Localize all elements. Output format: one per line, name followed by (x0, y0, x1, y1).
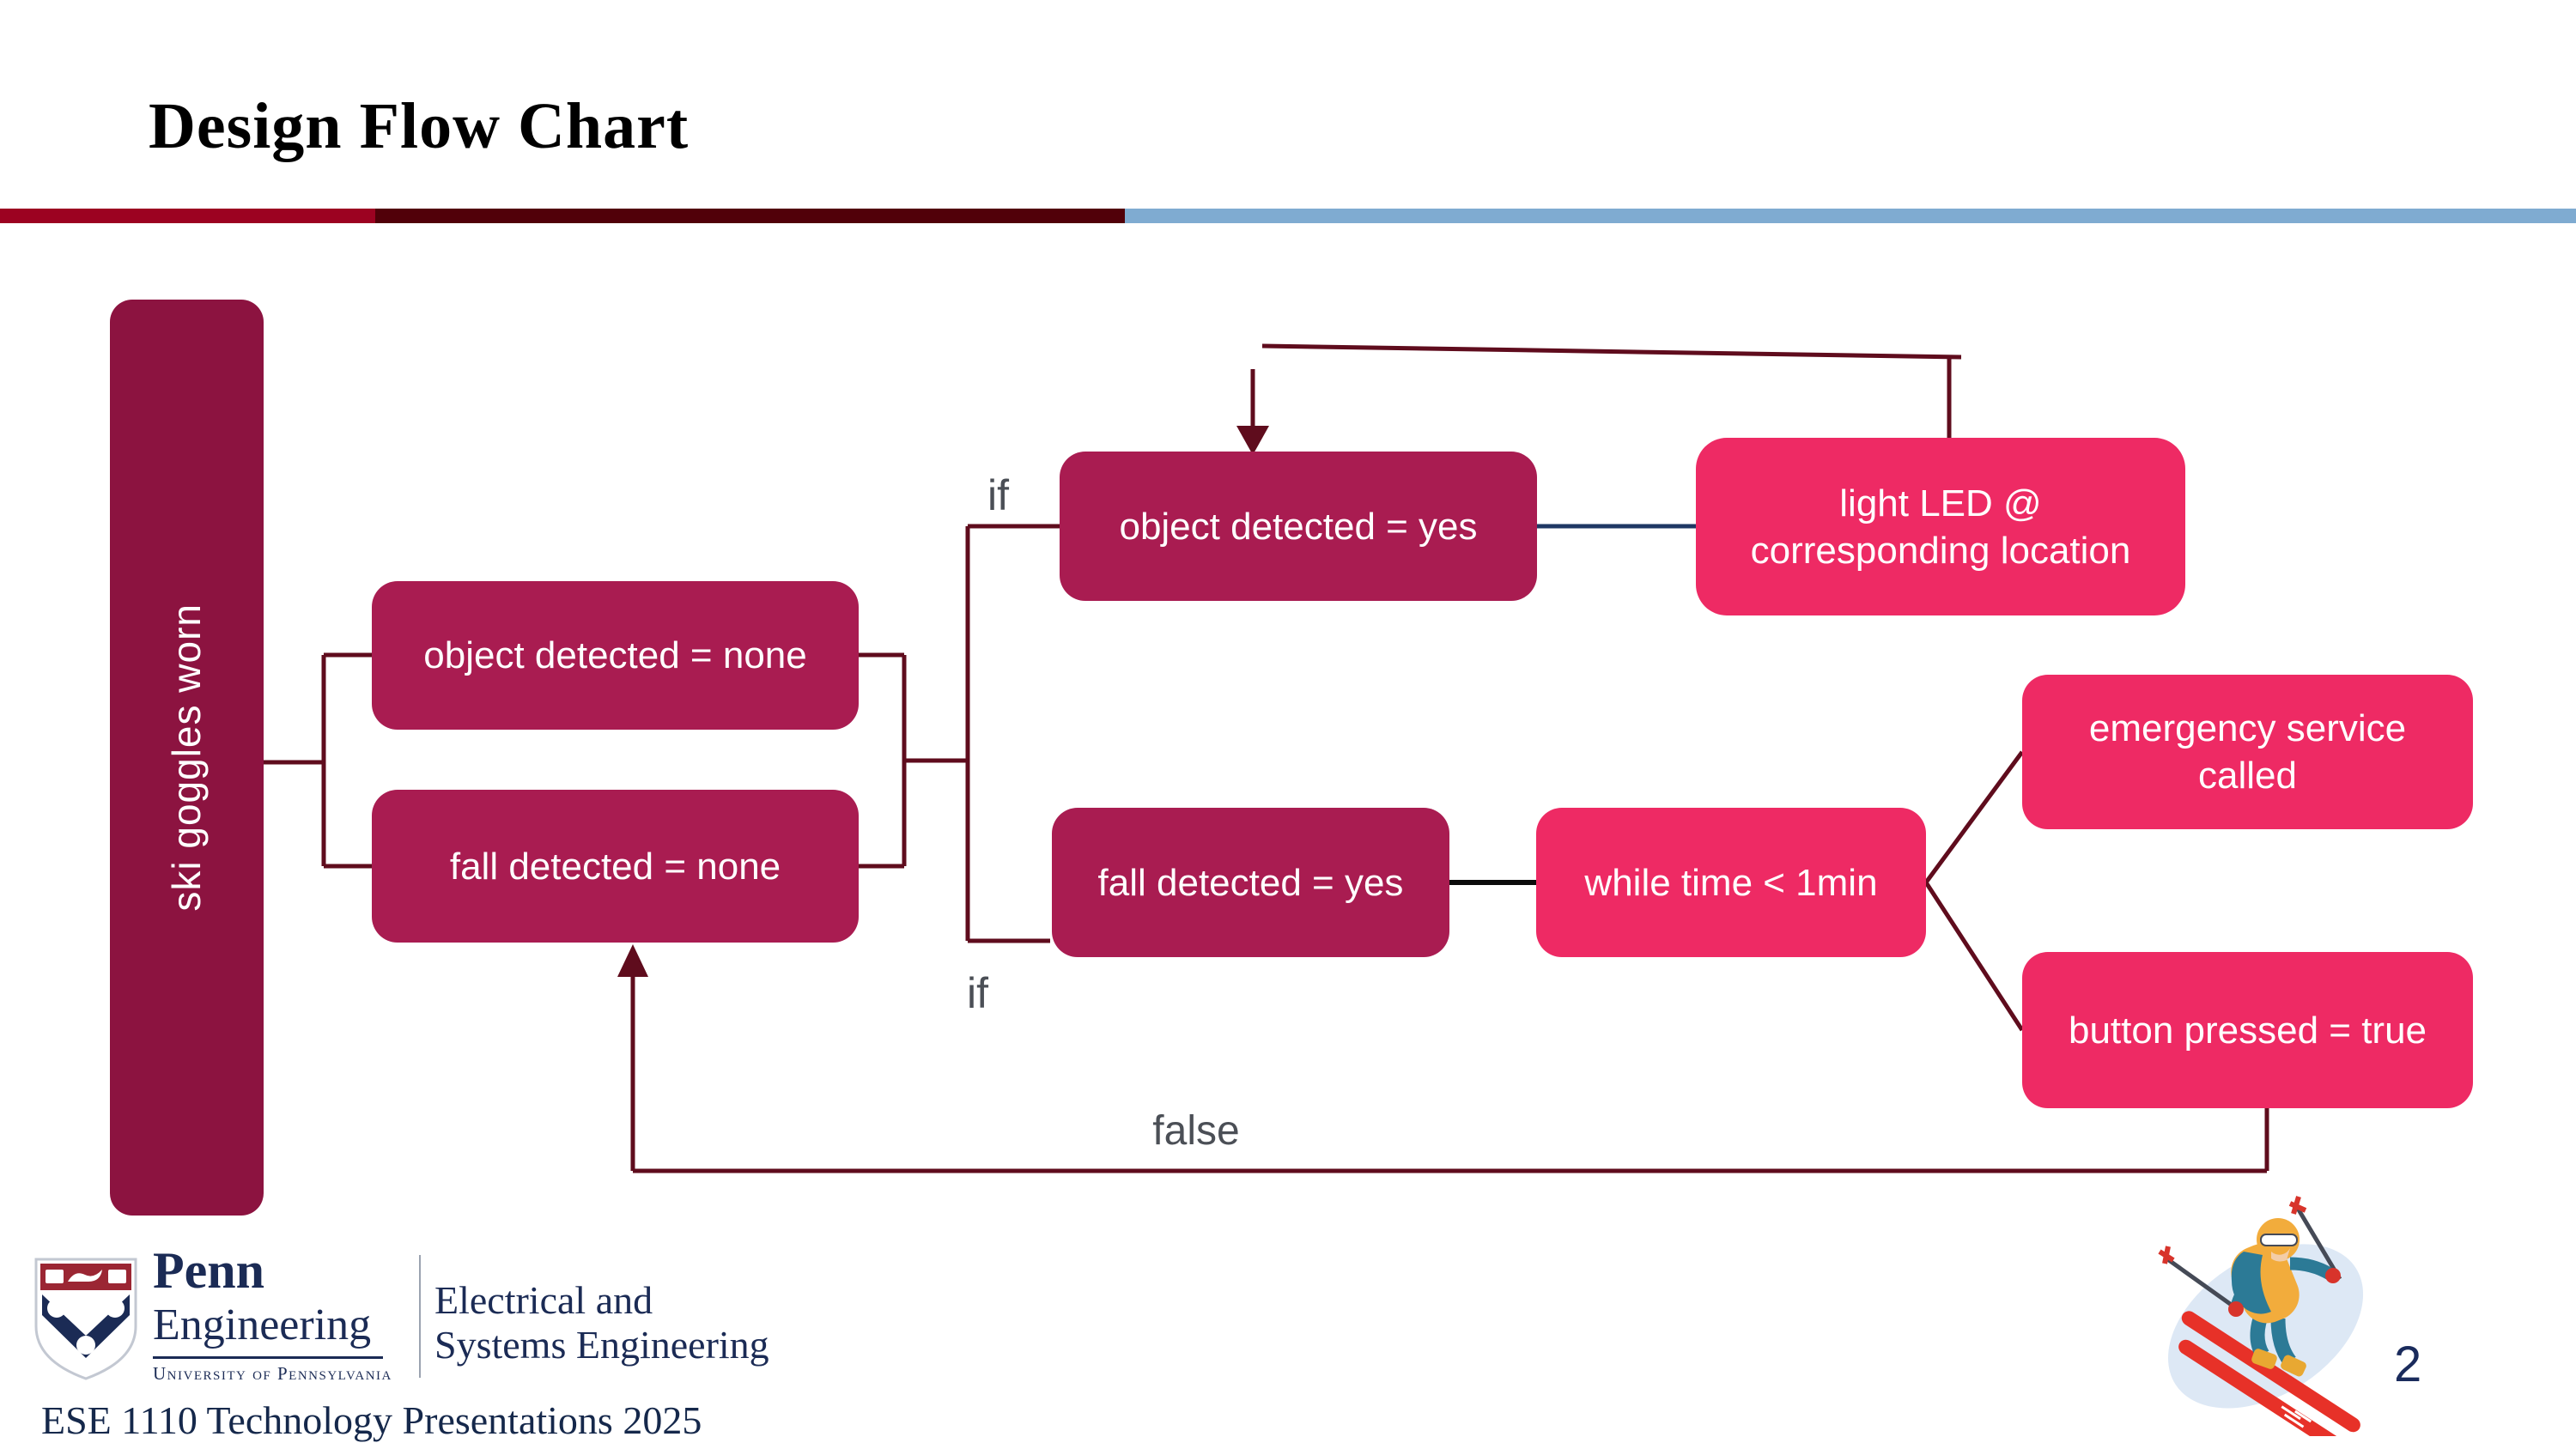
divider-segment-blue (1125, 209, 2576, 223)
logo-divider-line (419, 1255, 421, 1378)
node-fall-detected-none: fall detected = none (372, 790, 859, 943)
node-label: object detected = none (423, 634, 807, 676)
node-button-pressed: button pressed = true (2022, 952, 2473, 1108)
arrowhead-up-icon (617, 944, 648, 977)
penn-shield-logo (34, 1258, 137, 1380)
node-light-led: light LED @ corresponding location (1696, 438, 2185, 615)
penn-logo-wordmark: Penn (153, 1242, 265, 1299)
node-fall-detected-yes: fall detected = yes (1052, 808, 1449, 957)
footer-course-text: ESE 1110 Technology Presentations 2025 (41, 1398, 702, 1442)
node-label: while time < 1min (1584, 861, 1878, 904)
node-object-detected-yes: object detected = yes (1060, 452, 1537, 601)
department-name-line1: Electrical and (434, 1278, 653, 1322)
edge-label-if-top: if (987, 471, 1009, 519)
logo-underline (153, 1356, 383, 1359)
penn-logo-engineering: Engineering (153, 1300, 372, 1349)
node-label: object detected = yes (1119, 505, 1478, 548)
node-label: fall detected = none (449, 845, 781, 888)
edge-label-if-bottom: if (967, 969, 988, 1017)
page-number: 2 (2394, 1337, 2422, 1392)
skier-illustration (2158, 1196, 2365, 1436)
node-emergency-service: emergency service called (2022, 675, 2473, 829)
page-title: Design Flow Chart (149, 90, 690, 162)
penn-logo-university: University of Pennsylvania (153, 1363, 392, 1384)
node-while-time: while time < 1min (1536, 808, 1926, 957)
node-label: emergency service called (2088, 707, 2407, 797)
node-label: ski goggles worn (163, 603, 209, 912)
node-ski-goggles-worn: ski goggles worn (110, 300, 264, 1216)
edge-label-false: false (1152, 1108, 1240, 1154)
divider-segment-maroon (375, 209, 1125, 223)
department-name-line2: Systems Engineering (434, 1323, 769, 1367)
node-object-detected-none: object detected = none (372, 581, 859, 730)
node-label: fall detected = yes (1097, 861, 1404, 904)
arrowhead-down-icon (1236, 426, 1269, 455)
divider-segment-red (0, 209, 375, 223)
node-label: button pressed = true (2068, 1009, 2427, 1052)
node-label: light LED @ corresponding location (1750, 482, 2131, 572)
